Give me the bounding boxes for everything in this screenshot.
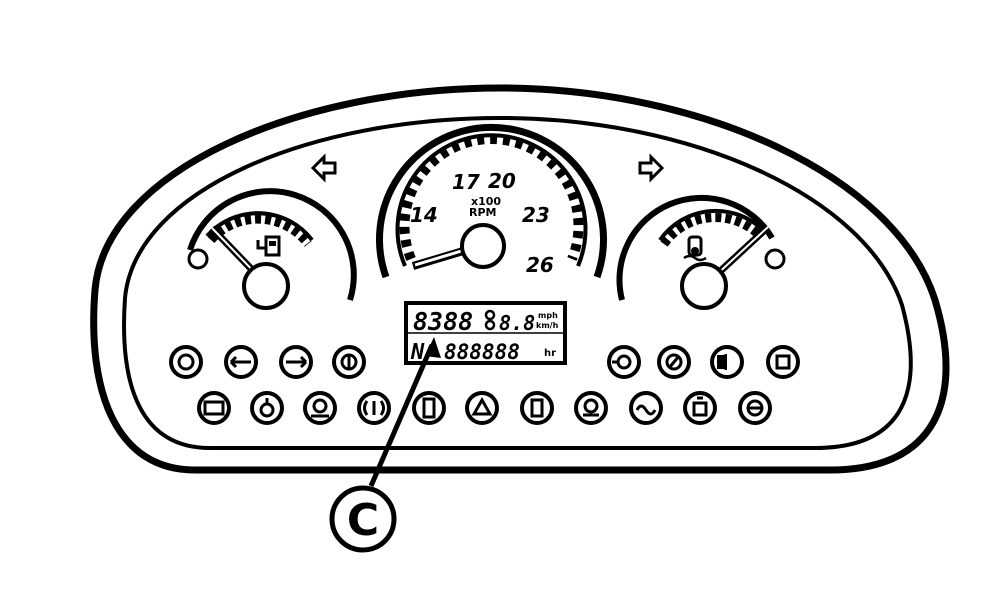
pto-rear-icon [665,353,683,371]
pto-front-icon [616,354,632,370]
lamp-glow-plug [629,391,663,425]
engine-warning-icon [312,398,328,414]
tach-label-23: 23 [522,203,550,227]
lamp-steering [738,391,772,425]
lamp-seat-switch [520,391,554,425]
lamp-four-wheel-drive [465,391,499,425]
fuel-gauge [187,188,357,310]
fuel-gauge-hub [242,262,290,310]
water-in-fuel-icon [692,401,708,417]
tachometer-hub [460,223,506,269]
tachometer-scale-ticks [399,134,584,261]
transmission-icon [583,398,599,414]
temp-gauge-hub [680,262,728,310]
tach-unit-rpm: RPM [469,206,496,219]
lamp-oil-pressure [250,391,284,425]
callout-arrowhead [425,337,441,358]
lcd-top-small-digits: 8.8 [499,311,535,335]
cluster-outer-housing [90,84,950,474]
temp-gauge-warning-lamp [764,248,786,270]
fuel-gauge-rim [187,188,357,301]
lamp-battery [197,391,231,425]
fuel-gauge-scale-ticks [207,214,312,247]
four-wheel-drive-icon [471,396,493,416]
lcd-unit-hr: hr [544,348,556,359]
lamp-parking-brake [169,345,203,379]
coolant-temperature-icon [683,235,707,262]
brake-warning-icon [340,353,358,371]
differential-lock-icon [422,397,436,419]
right-turn-arrow-icon [638,153,665,183]
callout-c: C [329,337,441,553]
lamp-brake-warning [332,345,366,379]
callout-circle [329,485,397,553]
tach-label-14: 14 [410,203,438,227]
trailer-turn-right-icon [286,355,308,369]
tach-label-26: 26 [526,253,554,277]
fuel-gauge-scale-band [205,211,314,242]
fuel-pump-icon [256,235,281,257]
tachometer: 14 17 20 23 26 x100 RPM [376,123,607,279]
temp-gauge-rim [616,194,775,301]
lamp-pto-rear [657,345,691,379]
lamp-water-in-fuel [683,391,717,425]
lcd-bottom-prefix: N [410,340,425,365]
lcd-top-digits: 8388 [413,307,473,336]
lamp-trailer-right [279,345,313,379]
lamp-high-beam [710,345,744,379]
lamp-pto-front [607,345,641,379]
parking-brake-icon [177,353,195,371]
lamp-differential-lock [412,391,446,425]
temperature-gauge [616,194,786,310]
hydraulic-icon [775,354,791,370]
lamp-transmission [574,391,608,425]
glow-plug-icon [635,404,657,416]
battery-icon [203,400,225,416]
temp-gauge-scale-ticks [660,213,764,247]
cluster-inner-bezel [122,115,913,450]
lcd-unit-kmh: km/h [536,321,559,330]
lcd-unit-mph: mph [538,311,558,320]
fuel-gauge-warning-lamp [187,248,209,270]
seat-switch-icon [530,398,544,418]
tachometer-rim [376,123,607,279]
callout-label: C [347,495,379,546]
lcd-bottom-digits: 888888 [444,340,520,364]
tach-label-17: 17 [452,170,480,194]
trailer-turn-left-icon [229,355,251,369]
lamp-engine-warning [303,391,337,425]
temp-gauge-scale-band [658,208,767,242]
tach-unit-x100: x100 [471,195,501,208]
air-filter-icon [363,400,385,416]
left-turn-arrow-icon [310,153,337,183]
callout-leader-line [368,344,435,487]
lamp-hydraulic [766,345,800,379]
lcd-ground-speed-icon [484,309,496,331]
lamp-trailer-left [224,345,258,379]
lamp-air-filter [357,391,391,425]
tach-label-20: 20 [488,169,516,193]
